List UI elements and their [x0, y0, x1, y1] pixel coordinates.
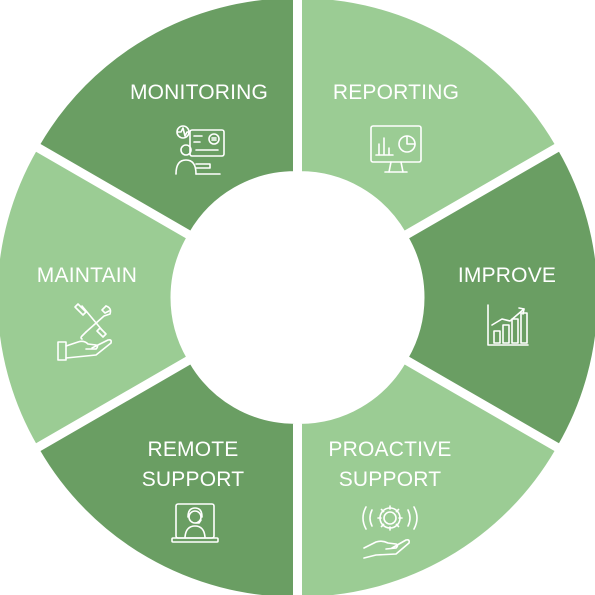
segment-reporting: REPORTING [333, 81, 459, 173]
segment-remote-support: REMOTE SUPPORT [142, 438, 245, 543]
wedge-remote-support [35, 359, 297, 595]
segment-maintain: MAINTAIN [37, 264, 137, 361]
segment-label-support-2: SUPPORT [142, 468, 245, 491]
segment-label-support: SUPPORT [339, 468, 442, 491]
segment-label-remote: REMOTE [147, 438, 238, 461]
gear-hand-icon [362, 505, 418, 559]
segment-label-improve: IMPROVE [458, 264, 556, 287]
wedge-monitoring [35, 0, 297, 236]
segment-label-monitoring: MONITORING [130, 81, 268, 104]
segment-label-proactive: PROACTIVE [328, 438, 451, 461]
wedge-proactive-support [298, 359, 560, 595]
wedge-reporting [298, 0, 560, 236]
wedge-improve [403, 146, 595, 449]
monitoring-screen-icon [175, 125, 225, 175]
remote-agent-icon [171, 503, 219, 543]
wedge-maintain [0, 146, 192, 449]
segment-label-maintain: MAINTAIN [37, 264, 137, 287]
segment-label-reporting: REPORTING [333, 81, 459, 104]
growth-chart-icon [487, 304, 529, 346]
reporting-dashboard-icon [370, 125, 422, 173]
segment-proactive-support: PROACTIVE SUPPORT [328, 438, 451, 559]
segment-monitoring: MONITORING [130, 81, 268, 175]
tools-hand-icon [57, 303, 112, 361]
segment-improve: IMPROVE [458, 264, 556, 346]
